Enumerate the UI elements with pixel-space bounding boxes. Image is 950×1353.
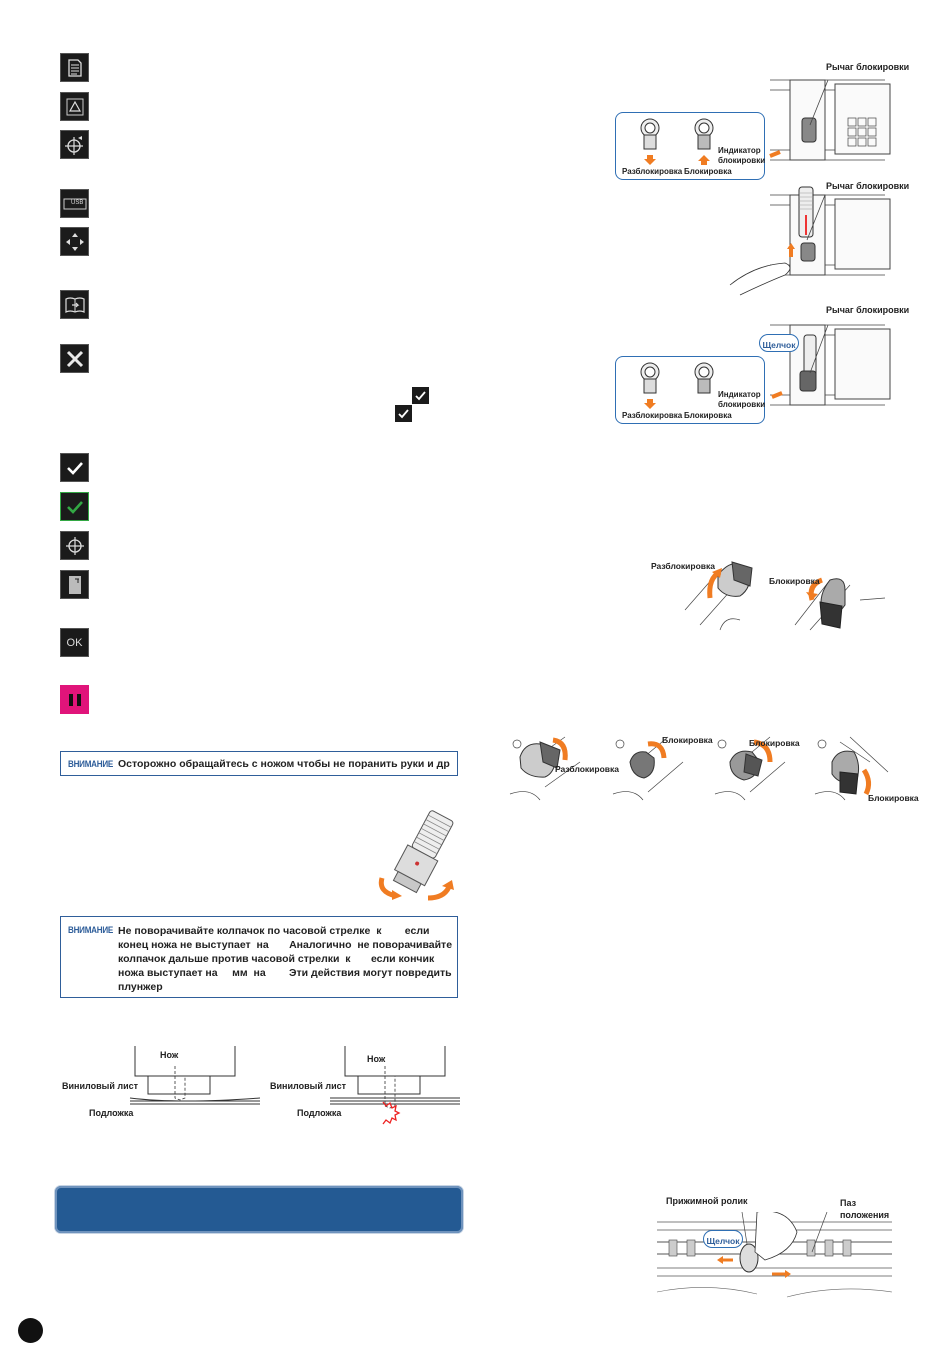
- close-icon: [60, 344, 89, 373]
- click-bubble: Щелчок: [759, 334, 799, 352]
- lever-sequence-step-3: [714, 736, 786, 801]
- ok-icon: OK: [60, 628, 89, 657]
- lock-label: Блокировка: [868, 793, 919, 803]
- lock-lever-label: Рычаг блокировки: [826, 305, 910, 315]
- backing-label: Подложка: [89, 1108, 134, 1118]
- knife-label: Нож: [160, 1050, 179, 1060]
- tool-holder-figure-3: [770, 324, 891, 406]
- caution-text-2-line: ножа выступает на мм на Эти действия мог…: [118, 967, 452, 979]
- arrows-move-icon: [60, 227, 89, 256]
- document-icon: [60, 53, 89, 82]
- lock-label: Блокировка: [684, 167, 732, 176]
- triangle-icon: [60, 92, 89, 121]
- crosshair-icon: [60, 531, 89, 560]
- usb-icon-label: USB: [71, 200, 84, 206]
- lever-sequence-step-1: [509, 736, 581, 801]
- unlock-lever-icon: [640, 362, 660, 394]
- blade-depth-diagram-ok: [129, 1046, 260, 1105]
- caution-text-1: Осторожно обращайтесь с ножом чтобы не п…: [118, 758, 450, 770]
- lock-indicator-label: блокировки: [718, 400, 766, 409]
- tool-holder-figure-1: [769, 79, 891, 161]
- small-check-icon: [412, 387, 429, 404]
- crosshair-origin-icon: [60, 130, 89, 159]
- caution-text-2-line: конец ножа не выступает на Аналогично не…: [118, 939, 453, 951]
- caution-tag: ВНИМАНИЕ: [68, 925, 114, 936]
- backing-label: Подложка: [297, 1108, 342, 1118]
- lock-label: Блокировка: [662, 735, 713, 745]
- pinch-roller-figure: [657, 1212, 892, 1298]
- check-green-icon: [60, 492, 89, 521]
- caution-tag: ВНИМАНИЕ: [68, 759, 114, 770]
- tool-holder-figure-2: [729, 186, 891, 296]
- lock-indicator-label: блокировки: [718, 156, 766, 165]
- check-icon: [60, 453, 89, 482]
- unlock-label: Разблокировка: [622, 411, 683, 420]
- lever-sequence-step-4: [814, 736, 889, 801]
- vinyl-sheet-label: Виниловый лист: [62, 1081, 139, 1091]
- lock-indicator-label: Индикатор: [718, 146, 761, 155]
- lock-callout-2: Разблокировка Блокировка Индикатор блоки…: [615, 356, 765, 424]
- click-label: Щелчок: [706, 1236, 740, 1246]
- pause-icon: [60, 685, 89, 714]
- lock-lever-icon: [694, 118, 714, 150]
- position-groove-label: Паз: [840, 1198, 857, 1208]
- arrow-down-icon: [644, 399, 656, 409]
- knife-holder-illustration: [378, 810, 454, 901]
- small-check-icon: [395, 405, 412, 422]
- caution-text-2-line: плунжер: [118, 981, 163, 993]
- lock-indicator-label: Индикатор: [718, 390, 761, 399]
- caution-box-1: ВНИМАНИЕ Осторожно обращайтесь с ножом ч…: [60, 751, 458, 776]
- lock-lever-icon: [694, 362, 714, 394]
- section-banner: [55, 1186, 463, 1233]
- usb-icon: USB: [60, 189, 89, 218]
- caution-text-2-line: Не поворачивайте колпачок по часовой стр…: [118, 925, 430, 937]
- caution-box-2: ВНИМАНИЕ Не поворачивайте колпачок по ча…: [60, 916, 458, 998]
- click-bubble: Щелчок: [703, 1230, 743, 1248]
- caution-text-2-line: колпачок дальше против часовой стрелки к…: [118, 953, 435, 965]
- lock-lever-label: Рычаг блокировки: [826, 181, 910, 191]
- lever-unlock-lock-figure: [684, 561, 886, 631]
- ok-icon-label: OK: [66, 636, 83, 649]
- unlock-lever-icon: [640, 118, 660, 150]
- position-groove-label: положения: [840, 1210, 890, 1220]
- lock-label: Блокировка: [684, 411, 732, 420]
- book-arrow-icon: [60, 290, 89, 319]
- lock-lever-label: Рычаг блокировки: [826, 62, 910, 72]
- vinyl-sheet-label: Виниловый лист: [270, 1081, 347, 1091]
- knife-label: Нож: [367, 1054, 386, 1064]
- pinch-roller-label: Прижимной ролик: [666, 1196, 748, 1206]
- unlock-label: Разблокировка: [622, 167, 683, 176]
- lock-callout-1: Разблокировка Блокировка Индикатор блоки…: [615, 112, 765, 180]
- caution-text-2: Не поворачивайте колпачок по часовой стр…: [118, 924, 452, 994]
- unlock-label: Разблокировка: [651, 561, 715, 571]
- sheet-icon: [60, 570, 89, 599]
- arrow-up-icon: [698, 155, 710, 165]
- arrow-down-icon: [644, 155, 656, 165]
- unlock-label: Разблокировка: [555, 764, 619, 774]
- lever-sequence-step-2: [612, 736, 684, 801]
- page-marker: [18, 1318, 43, 1343]
- lock-label: Блокировка: [769, 576, 820, 586]
- lock-label: Блокировка: [749, 738, 800, 748]
- blade-depth-diagram-too-deep: [330, 1046, 460, 1125]
- click-label: Щелчок: [762, 340, 796, 350]
